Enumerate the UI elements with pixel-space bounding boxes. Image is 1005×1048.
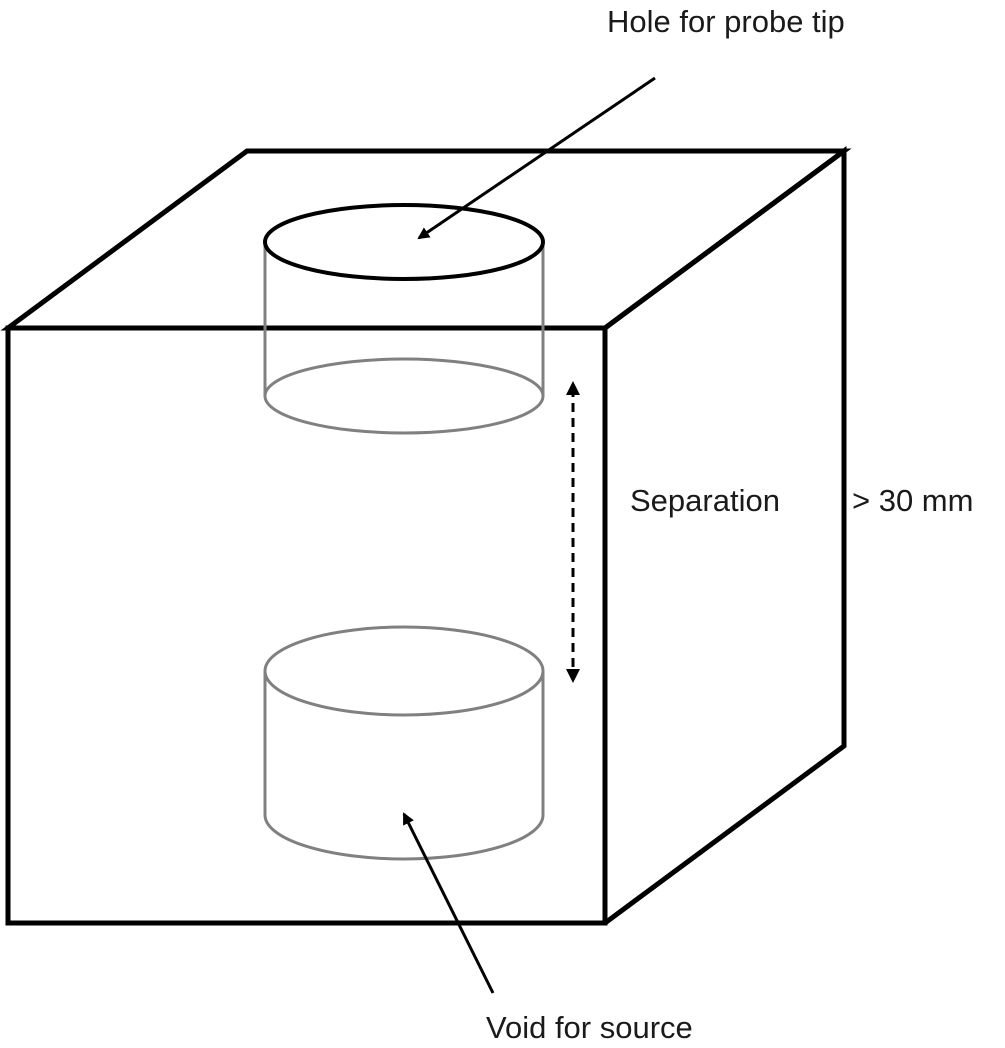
probe-hole-bottom xyxy=(263,357,545,435)
cube-top-face xyxy=(0,148,852,331)
separation-distance-label: > 30 mm xyxy=(852,483,974,518)
cube-front-face xyxy=(5,325,608,926)
probe-hole-label: Hole for probe tip xyxy=(607,4,845,39)
source-void-cylinder xyxy=(263,625,545,861)
source-void-label: Void for source xyxy=(486,1010,693,1045)
probe-hole-top xyxy=(263,203,545,281)
cube xyxy=(0,146,852,926)
probe-hole-arrow xyxy=(417,76,656,240)
source-void-top xyxy=(263,625,545,717)
source-void-arrow xyxy=(402,812,495,994)
probe-hole-cylinder xyxy=(263,203,545,435)
cube-right-face xyxy=(603,146,847,926)
source-void-bottom-arc xyxy=(263,814,545,861)
separation-label: Separation xyxy=(630,483,780,518)
